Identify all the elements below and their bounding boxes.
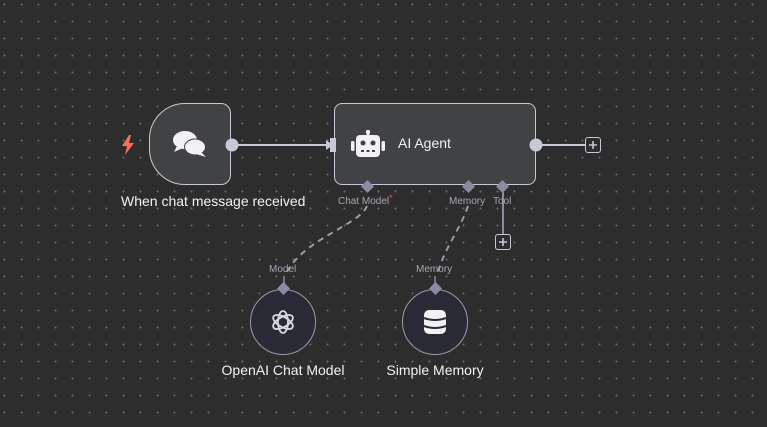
openai-output-port[interactable] xyxy=(277,282,290,295)
chat-bubbles-icon xyxy=(173,131,206,157)
add-next-node-button[interactable] xyxy=(585,137,601,153)
agent-output-port[interactable] xyxy=(529,138,543,152)
agent-node-title: AI Agent xyxy=(398,135,451,151)
chat-model-label-text: Chat Model xyxy=(338,196,390,207)
connection-chat-model[interactable] xyxy=(284,205,368,277)
add-tool-button[interactable] xyxy=(495,234,511,250)
node-chat-trigger[interactable] xyxy=(149,103,231,185)
robot-icon xyxy=(351,130,385,157)
openai-port-label: Model xyxy=(269,264,297,275)
node-simple-memory[interactable] xyxy=(402,289,468,355)
memory-node-port-label: Memory xyxy=(416,264,453,275)
trigger-node-label: When chat message received xyxy=(121,193,306,209)
memory-port[interactable] xyxy=(462,180,475,193)
chat-model-port-label: Chat Model* xyxy=(338,193,393,207)
required-marker: * xyxy=(389,193,393,203)
trigger-output-port[interactable] xyxy=(225,138,239,152)
chat-model-port[interactable] xyxy=(361,180,374,193)
openai-logo-icon xyxy=(272,310,294,334)
agent-input-port[interactable] xyxy=(330,138,336,152)
connection-arrow xyxy=(326,140,333,150)
plus-icon xyxy=(499,238,507,246)
openai-node-label: OpenAI Chat Model xyxy=(221,362,345,378)
memory-port-label: Memory xyxy=(449,196,486,207)
memory-node-label: Simple Memory xyxy=(386,362,484,378)
database-icon xyxy=(423,310,447,334)
connection-memory[interactable] xyxy=(436,205,469,277)
node-openai-chat-model[interactable] xyxy=(250,289,316,355)
lightning-bolt-icon xyxy=(122,135,134,155)
node-ai-agent[interactable]: AI Agent xyxy=(334,103,536,185)
plus-icon xyxy=(589,141,597,149)
memory-output-port[interactable] xyxy=(429,282,442,295)
tool-port[interactable] xyxy=(496,180,509,193)
tool-port-label: Tool xyxy=(493,196,512,207)
